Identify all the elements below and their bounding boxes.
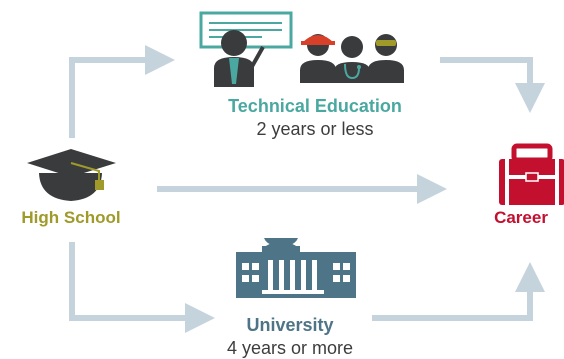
university-title: University (246, 315, 334, 335)
technical-education-duration: 2 years or less (256, 119, 374, 139)
arrow-highschool-to-technical (69, 45, 175, 138)
career-label: Career (494, 208, 548, 227)
university-duration: 4 years or more (226, 338, 354, 358)
briefcase-icon (499, 143, 564, 205)
arrow-highschool-to-university (69, 242, 215, 333)
high-school-label: High School (21, 208, 121, 227)
technical-education-title: Technical Education (228, 96, 402, 116)
arrow-technical-to-career (440, 57, 545, 113)
teacher-board-icon (199, 11, 293, 87)
university-building-icon (236, 238, 356, 298)
arrows (69, 45, 545, 333)
arrow-university-to-career (372, 262, 545, 321)
professionals-group-icon (300, 34, 404, 83)
graduation-cap-icon (27, 149, 116, 201)
